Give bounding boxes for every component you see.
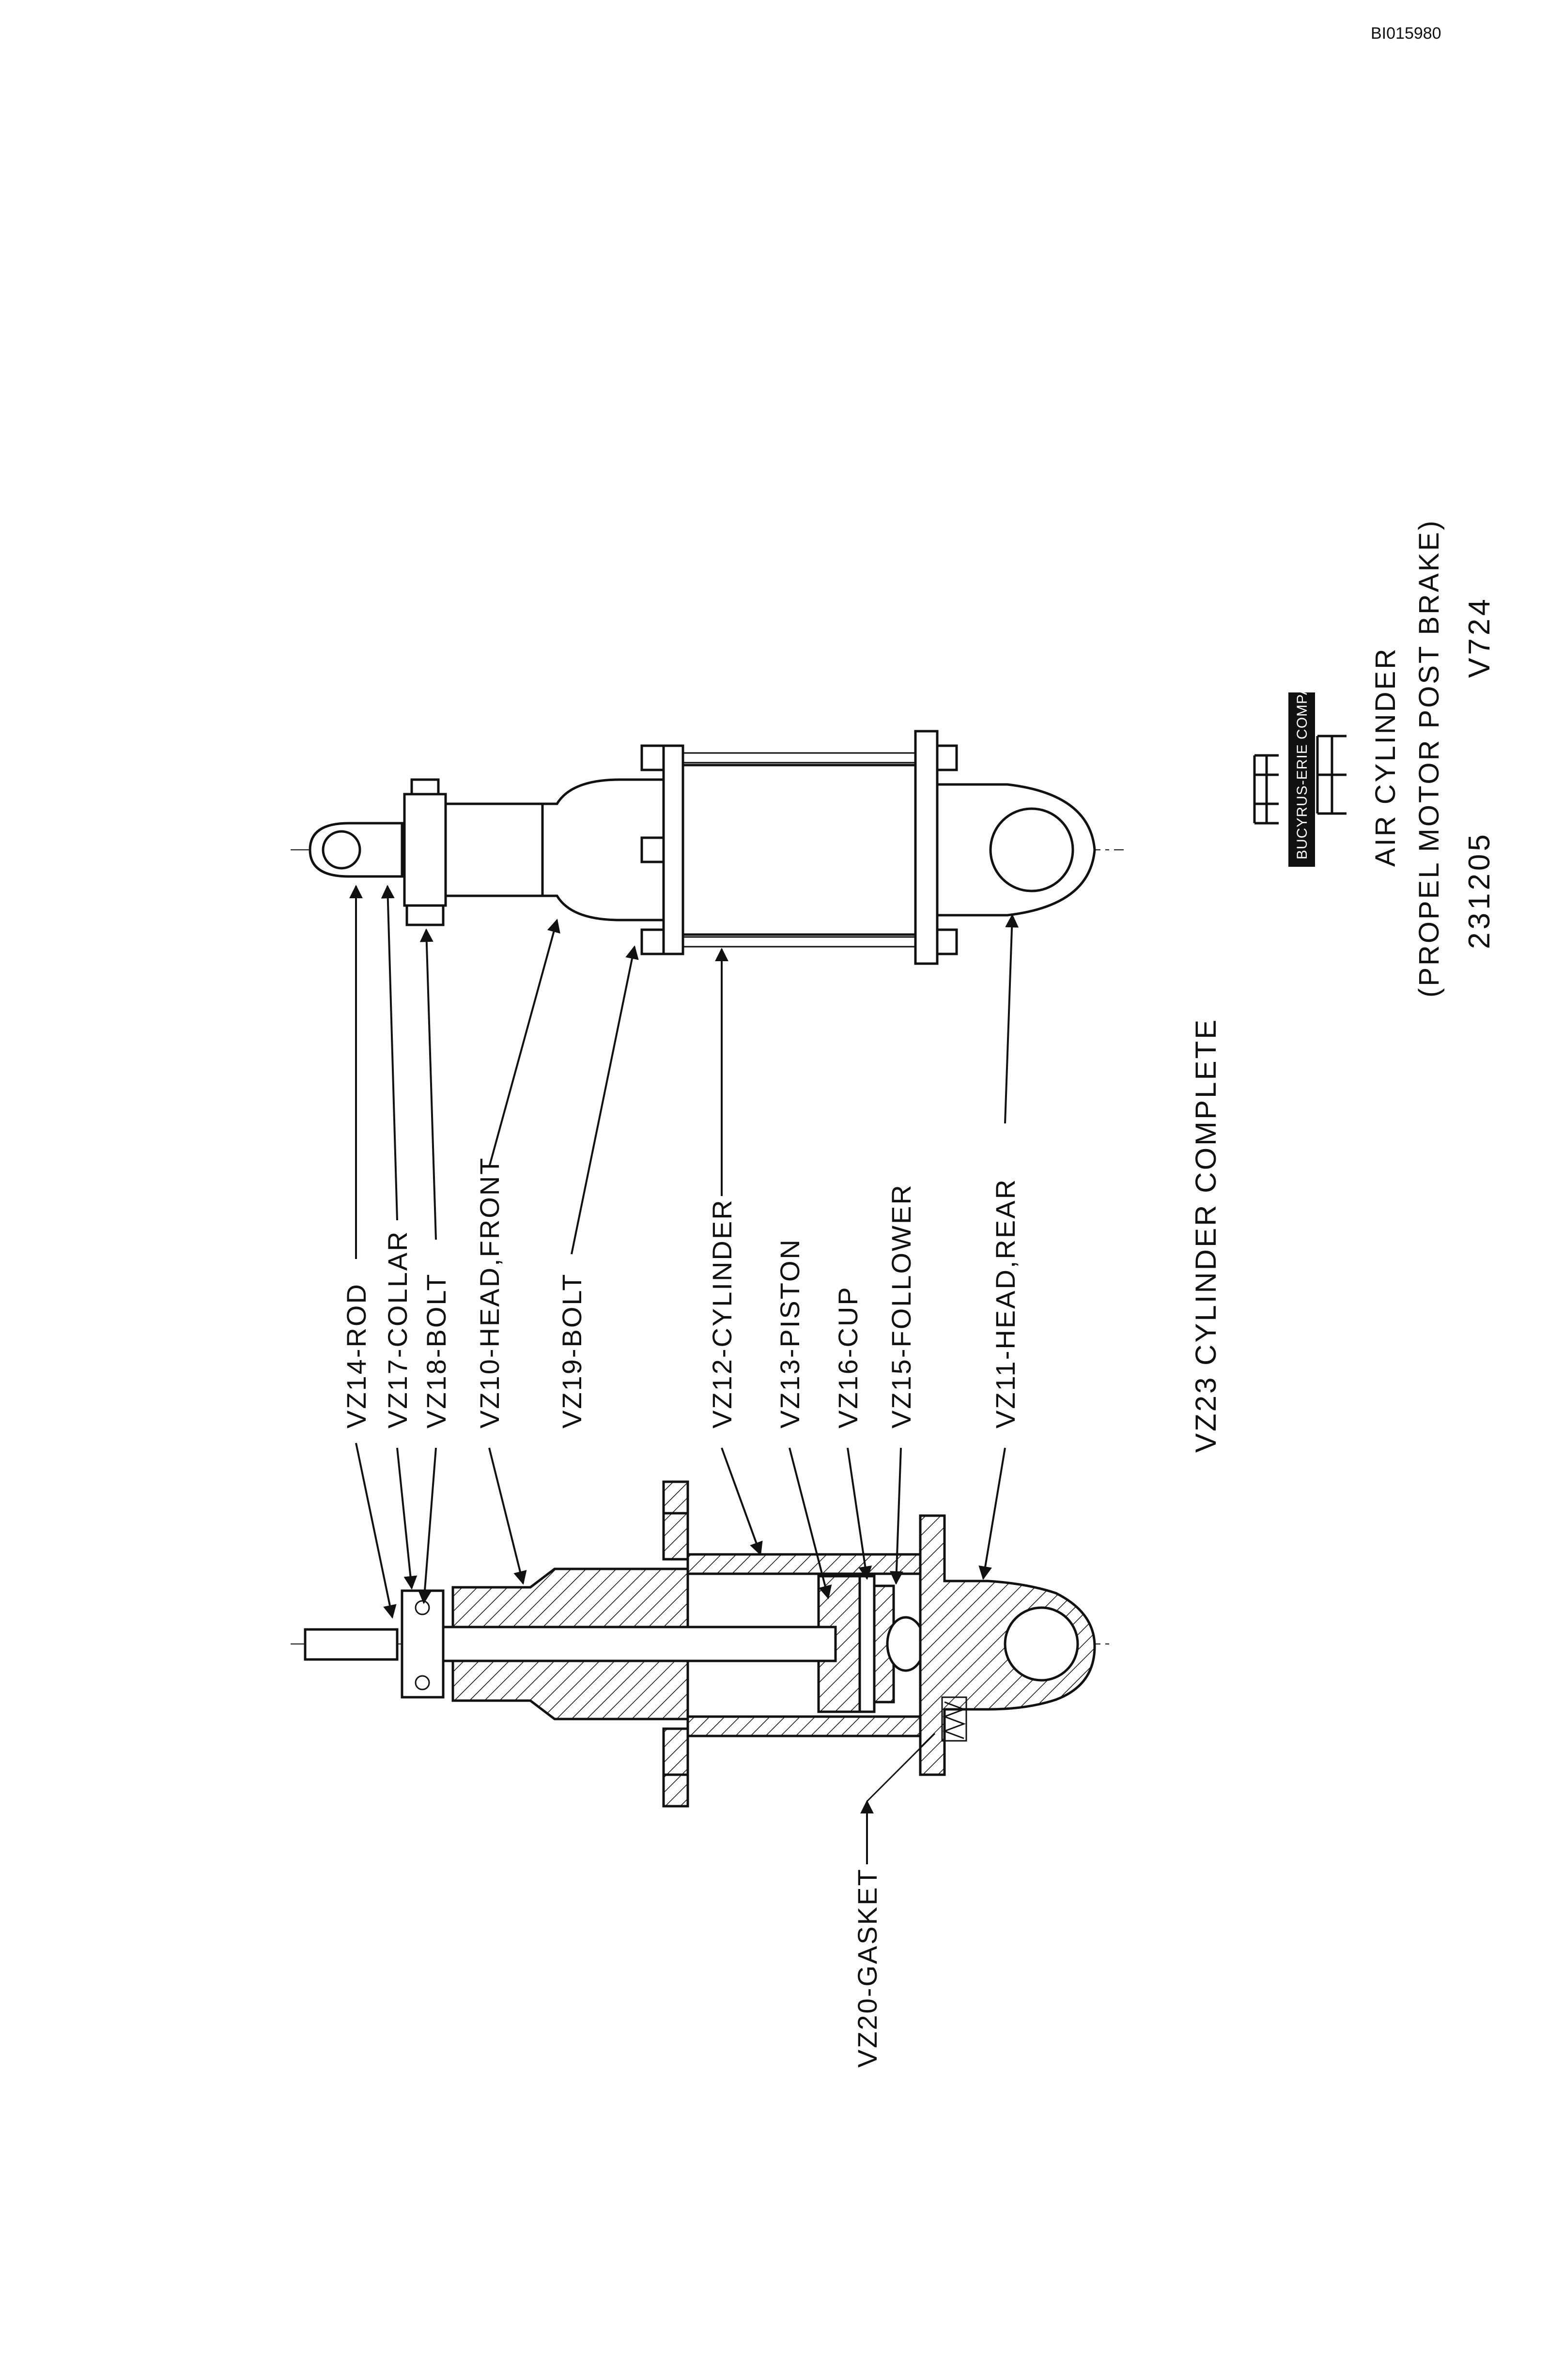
rear-eye bbox=[1004, 1606, 1079, 1682]
label-collar: VZ17-COLLAR bbox=[382, 1230, 413, 1428]
rod-end bbox=[304, 1628, 399, 1661]
logo-company-text: BUCYRUS-ERIE COMPANY bbox=[1294, 664, 1310, 860]
label-follower: VZ15-FOLLOWER bbox=[886, 1183, 916, 1428]
sheet-code: V724 bbox=[1463, 596, 1496, 678]
label-head-rear: VZ11-HEAD,REAR bbox=[990, 1178, 1021, 1428]
collar-exterior bbox=[403, 793, 447, 907]
part-number: 231205 bbox=[1463, 831, 1496, 949]
collar-section bbox=[401, 1589, 445, 1699]
cylinder-wall-bottom bbox=[686, 1715, 922, 1737]
sectional-view bbox=[291, 1480, 1114, 1808]
cylinder-barrel bbox=[681, 764, 917, 936]
label-piston: VZ13-PISTON bbox=[774, 1238, 805, 1428]
leader-lines bbox=[349, 885, 1019, 1864]
drawing-subtitle: (PROPEL MOTOR POST BRAKE) bbox=[1413, 519, 1445, 998]
company-logo: BUCYRUS-ERIE COMPANY bbox=[1253, 664, 1347, 867]
cylinder-wall-top bbox=[686, 1553, 922, 1575]
title-block: BUCYRUS-ERIE COMPANY AIR CYLINDER (PROPE… bbox=[1253, 519, 1496, 998]
label-rod: VZ14-ROD bbox=[341, 1283, 372, 1428]
part-labels: VZ14-ROD VZ17-COLLAR VZ18-BOLT VZ10-HEAD… bbox=[341, 1157, 1021, 2068]
front-head-section bbox=[451, 1480, 689, 1628]
label-gasket: VZ20-GASKET bbox=[852, 1868, 882, 2068]
label-bolt-19: VZ19-BOLT bbox=[557, 1273, 587, 1428]
assembly-caption: VZ23 CYLINDER COMPLETE bbox=[1190, 1018, 1222, 1453]
label-cylinder: VZ12-CYLINDER bbox=[707, 1198, 737, 1428]
rear-eye-exterior bbox=[989, 807, 1074, 892]
label-bolt-18: VZ18-BOLT bbox=[421, 1273, 451, 1428]
cup-section bbox=[858, 1575, 876, 1713]
exterior-view bbox=[291, 730, 1124, 965]
drawing-title: AIR CYLINDER bbox=[1370, 647, 1401, 867]
document-id: BI015980 bbox=[1371, 24, 1441, 43]
label-head-front: VZ10-HEAD,FRONT bbox=[474, 1157, 505, 1429]
label-cup: VZ16-CUP bbox=[833, 1286, 863, 1428]
rod-section bbox=[442, 1626, 837, 1662]
